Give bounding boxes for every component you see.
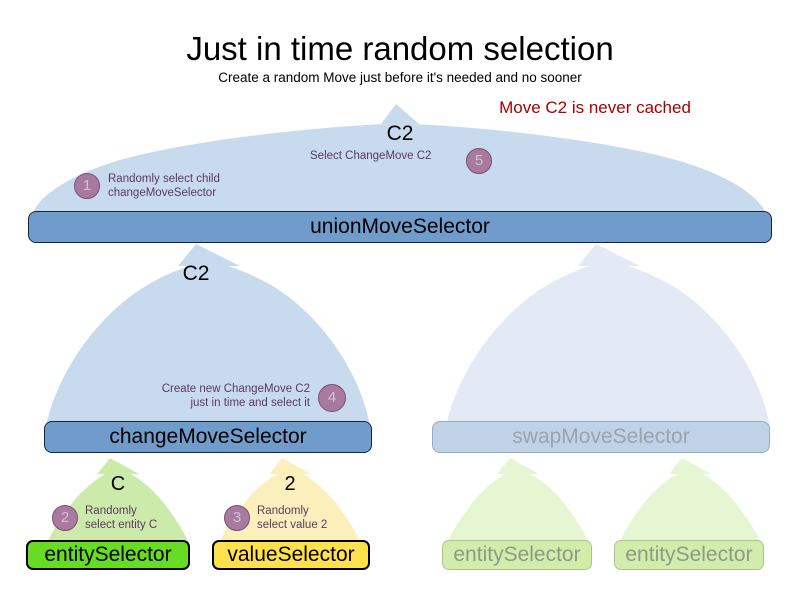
change-blob-label: C2 [182, 262, 210, 285]
value-blob-label: 2 [284, 473, 296, 495]
annotation-1-badge: 1 [74, 173, 100, 199]
entity-blob [46, 458, 190, 546]
annotation-3-text: Randomly select value 2 [257, 505, 328, 531]
annotation-4-badge: 4 [318, 384, 346, 412]
annotation-2-text: Randomly select entity C [85, 505, 158, 531]
annotation-5-badge: 5 [466, 148, 492, 174]
annotation-1-text: Randomly select child changeMoveSelector [108, 173, 220, 199]
entity-blob-label: C [110, 473, 126, 495]
page-title: Just in time random selection [186, 30, 614, 67]
union-blob-label: C2 [386, 122, 414, 145]
change-move-selector-box[interactable]: changeMoveSelector [44, 421, 372, 453]
entity-selector-box[interactable]: entitySelector [26, 540, 190, 570]
swap-entity-blob-right [618, 458, 762, 546]
value-blob [218, 458, 362, 546]
cache-warning-text: Move C2 is never cached [499, 98, 691, 117]
annotation-5-text: Select ChangeMove C2 [310, 150, 432, 162]
swap-entity-blob-left [446, 458, 590, 546]
swap-move-selector-box[interactable]: swapMoveSelector [432, 421, 770, 453]
value-selector-box[interactable]: valueSelector [212, 540, 370, 570]
annotation-4-text: Create new ChangeMove C2 just in time an… [161, 383, 310, 409]
swap-blob [446, 244, 770, 428]
swap-entity-selector-box-right[interactable]: entitySelector [614, 540, 764, 570]
swap-entity-selector-box-left[interactable]: entitySelector [442, 540, 592, 570]
page-subtitle: Create a random Move just before it's ne… [218, 70, 582, 85]
union-move-selector-box[interactable]: unionMoveSelector [28, 211, 772, 243]
annotation-3-badge: 3 [224, 505, 250, 531]
annotation-2-badge: 2 [52, 505, 78, 531]
